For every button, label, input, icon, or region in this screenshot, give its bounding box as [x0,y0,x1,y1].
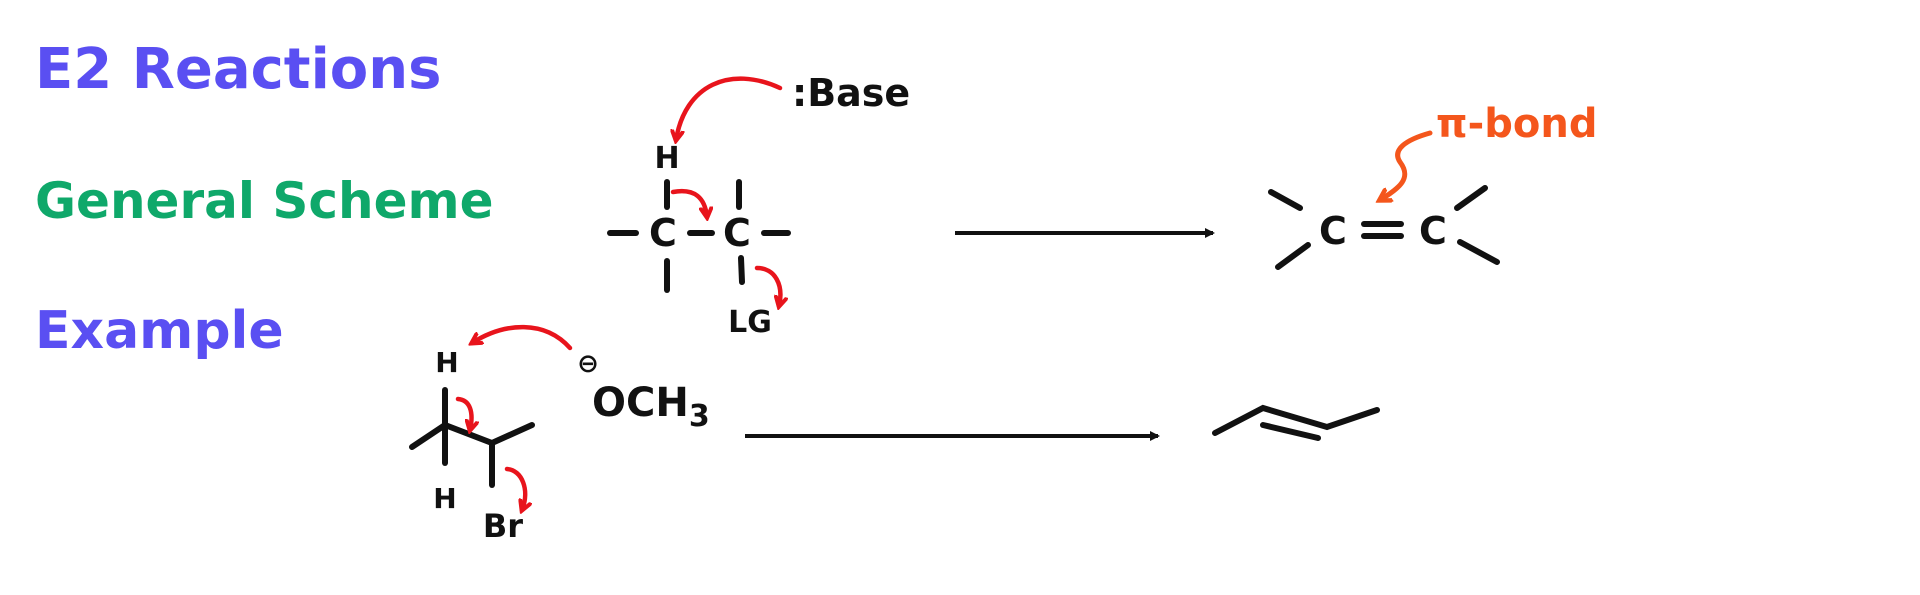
ch-bond-shift-arrow [455,396,472,430]
methoxide-label: OCH3 [592,380,710,434]
product-carbon-label: C [1319,209,1347,253]
methoxide-attack-arrow [472,324,573,351]
carbon-alpha-label: C [649,211,677,255]
hydrogen-bottom-label: H [433,482,456,515]
general-reactant: H C C LG :Base [607,71,910,340]
c-lg-bond [738,255,745,285]
base-label: :Base [792,71,910,115]
bond [1457,239,1500,265]
example-reactant: H H Br ⊖ OCH3 [409,324,710,545]
ch-bond-shift-arrow [670,188,707,217]
example-product-alkene [1212,404,1380,441]
example-heading: Example [35,301,284,361]
bond [1275,242,1311,270]
pi-bond-pointer-arrow [1380,130,1433,200]
bromine-label: Br [483,507,523,545]
carbon-beta-label: C [723,211,751,255]
bromide-leaving-arrow [504,466,525,510]
methoxide-text: OCH [592,380,689,426]
bond [1454,185,1488,211]
pi-bond-label: π-bond [1436,101,1597,147]
double-bond-line [1260,422,1321,441]
hydrogen-label: H [654,141,679,176]
bond [1268,189,1303,211]
hydrogen-top-label: H [435,346,458,379]
leaving-group-label: LG [728,305,772,340]
methoxide-subscript: 3 [689,399,710,434]
title-heading: E2 Reactions [35,37,441,102]
base-attack-arrow [676,76,783,140]
product-carbon-label: C [1419,209,1447,253]
leaving-group-arrow [754,265,780,306]
general-scheme-heading: General Scheme [35,172,494,230]
alkene-skeleton [1212,404,1380,436]
general-product-alkene: C C π-bond [1268,101,1597,270]
negative-charge: ⊖ [577,349,599,379]
